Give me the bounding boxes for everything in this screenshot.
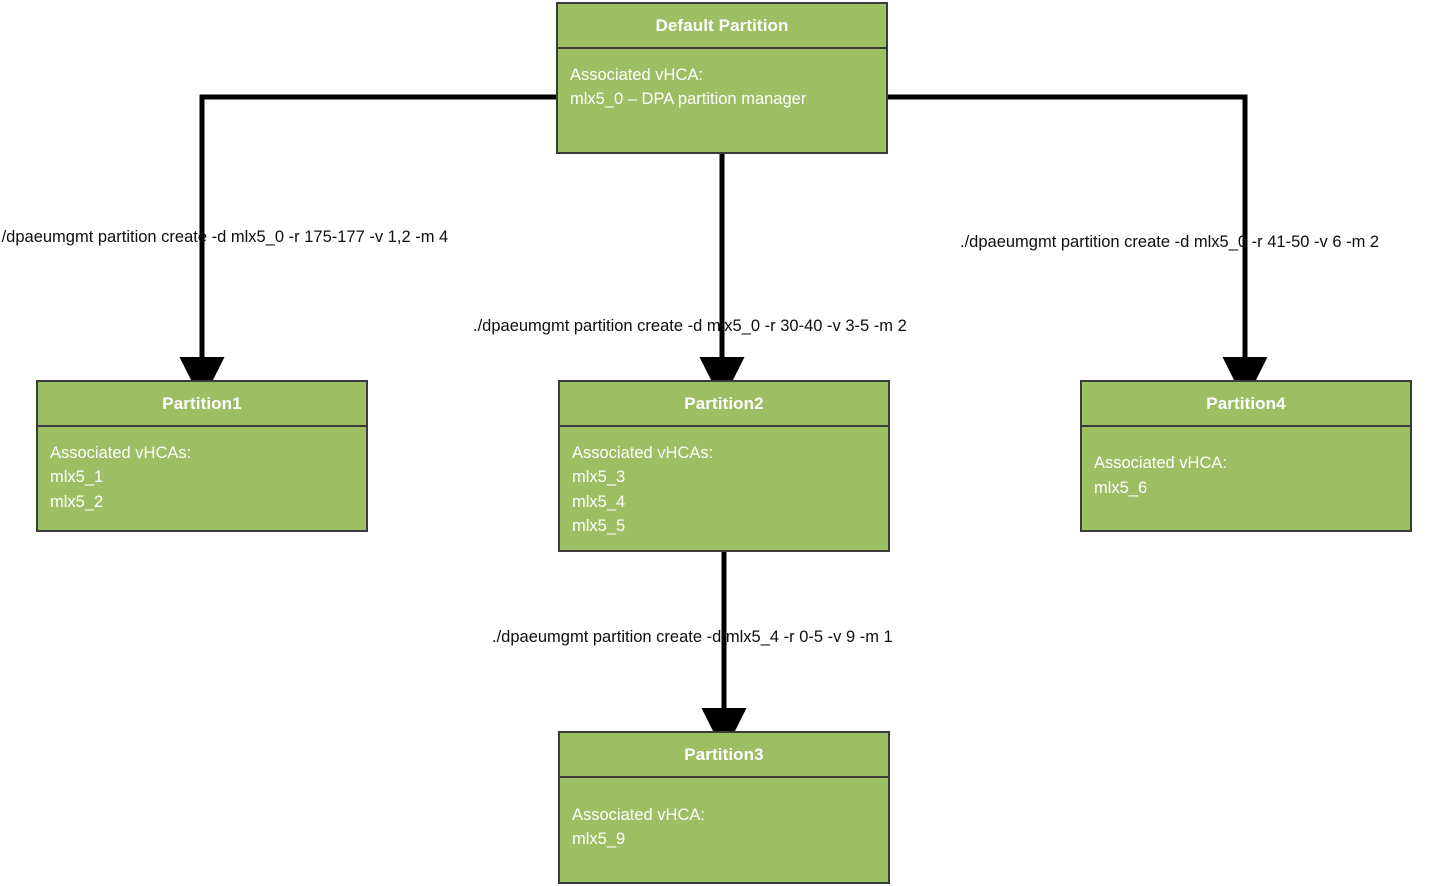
node-partition1-title: Partition1 [38,382,366,427]
node-partition1-body-line-1: Associated vHCAs: [50,444,192,462]
node-partition2-body-line-4: mlx5_5 [572,516,626,535]
node-partition3-body-line-2: mlx5_9 [572,830,626,848]
node-partition1-body-line-3: mlx5_2 [50,492,104,511]
edge-label-to-partition3: ./dpaeumgmt partition create -d mlx5_4 -… [492,628,893,646]
node-partition1-body-line-2: mlx5_1 [50,468,104,487]
node-partition3[interactable]: Partition3 Associated vHCA: mlx5_9 [558,731,890,884]
node-partition2-body-line-1: Associated vHCAs: [572,444,714,462]
node-default-partition-body-line-1: Associated vHCA: [570,66,703,84]
node-partition2[interactable]: Partition2 Associated vHCAs: mlx5_3 mlx5… [558,380,890,552]
node-partition4-title: Partition4 [1082,382,1410,427]
node-partition2-body: Associated vHCAs: mlx5_3 mlx5_4 mlx5_5 [560,427,888,550]
node-default-partition[interactable]: Default Partition Associated vHCA: mlx5_… [556,2,888,154]
node-partition3-body-line-1: Associated vHCA: [572,805,705,824]
edge-label-to-partition1: ./dpaeumgmt partition create -d mlx5_0 -… [0,228,449,246]
node-default-partition-title: Default Partition [558,4,886,49]
node-default-partition-body-line-2: mlx5_0 – DPA partition manager [570,90,807,109]
node-partition3-title: Partition3 [560,733,888,778]
node-partition4-body-line-1: Associated vHCA: [1094,454,1227,473]
node-partition2-body-line-2: mlx5_3 [572,468,626,487]
node-partition2-title: Partition2 [560,382,888,427]
node-default-partition-body: Associated vHCA: mlx5_0 – DPA partition … [558,49,886,152]
edge-label-to-partition2: ./dpaeumgmt partition create -d mlx5_0 -… [473,317,907,335]
node-partition2-body-line-3: mlx5_4 [572,492,626,511]
node-partition3-body: Associated vHCA: mlx5_9 [560,778,888,882]
edge-label-to-partition4: ./dpaeumgmt partition create -d mlx5_0 -… [960,233,1380,251]
node-partition4-body-line-2: mlx5_6 [1094,478,1148,497]
node-partition1-body: Associated vHCAs: mlx5_1 mlx5_2 [38,427,366,530]
node-partition4-body: Associated vHCA: mlx5_6 [1082,427,1410,530]
node-partition4[interactable]: Partition4 Associated vHCA: mlx5_6 [1080,380,1412,532]
node-partition1[interactable]: Partition1 Associated vHCAs: mlx5_1 mlx5… [36,380,368,532]
